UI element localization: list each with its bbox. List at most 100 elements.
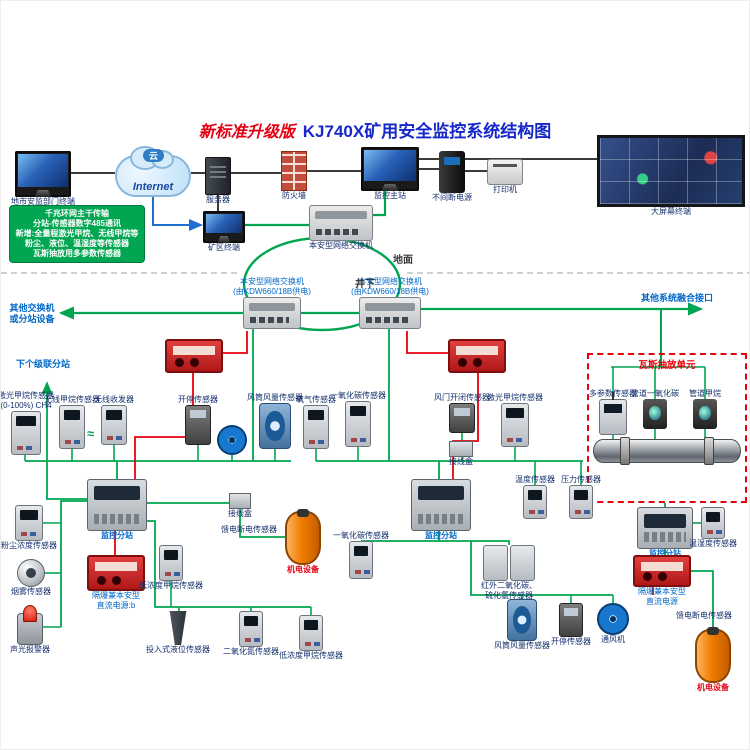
junction-box-2: 接线盒 (228, 493, 252, 519)
main-station-label: 监控主站 (374, 191, 406, 200)
server: 服务器 (205, 157, 231, 205)
humidity-sensor-label: 温湿度传感器 (689, 539, 737, 548)
other-switch-label: 其他交换机 或分站设备 (5, 303, 59, 326)
temp-sensor-label: 温度传感器 (515, 475, 555, 484)
left-switch: 本安型网络交换机 (由KDW660/18B供电) (233, 277, 311, 329)
printer-label: 打印机 (493, 185, 517, 194)
left-power-box (165, 339, 223, 373)
pressure-sensor-label: 压力传感器 (561, 475, 601, 484)
temp-sensor: 温度传感器 (515, 475, 555, 519)
server-label: 服务器 (206, 195, 230, 204)
wire (60, 500, 87, 627)
feed-cutoff-label-2: 馈电断电传感器 (665, 611, 743, 621)
wireless-link (87, 425, 101, 439)
monitoring-substation-3-icon (637, 507, 693, 549)
dust-sensor: 粉尘浓度传感器 (1, 505, 57, 551)
monitoring-substation-1: 监控分站 (87, 479, 147, 541)
co-sensor-1: 一氧化碳传感器 (330, 391, 386, 447)
printer: 打印机 (487, 159, 523, 195)
firewall: 防火墙 (281, 151, 307, 201)
internet-cloud-icon: 云 Internet (115, 146, 191, 197)
feed-cutoff-label-1-label: 馈电断电传感器 (221, 525, 277, 534)
level-sensor-label: 投入式液位传感器 (146, 645, 210, 654)
low-ch4-sensor-1: 低浓度甲烷传感器 (139, 545, 203, 591)
left-switch-label: 本安型网络交换机 (由KDW660/18B供电) (233, 277, 311, 296)
flameproof-dc-power-b: 隔爆兼本安型 直流电源:b (87, 555, 145, 611)
low-ch4-sensor-2-icon (299, 615, 323, 651)
temp-sensor-icon (523, 485, 547, 519)
wireless-ch4-sensor: 无线甲烷传感器 (44, 395, 100, 449)
gas-pipe-icon (593, 437, 741, 465)
level-sensor: 投入式液位传感器 (146, 611, 210, 655)
wire (223, 331, 248, 354)
feed-cutoff-label-1: 馈电断电传感器 (209, 525, 289, 535)
ir-co2-h2s-sensor-icon (483, 545, 535, 581)
pipe-co-sensor-label: 管道一氧化碳 (631, 389, 679, 398)
no2-sensor: 二氧化氮传感器 (223, 611, 279, 657)
right-power-box-icon (448, 339, 506, 373)
junction-box-2-label: 接线盒 (228, 509, 252, 518)
ground-label: 地面 (389, 255, 417, 268)
firewall-icon (281, 151, 307, 191)
duct-airflow-sensor-2-icon (507, 599, 537, 641)
title-main: KJ740X矿用安全监控系统结构图 (302, 122, 552, 141)
wireless-transceiver: 无线收发器 (94, 395, 134, 445)
flameproof-dc-power-2: 隔爆兼本安型 直流电源 (633, 555, 691, 607)
low-ch4-sensor-2-label: 低浓度甲烷传感器 (279, 651, 343, 660)
laser-ch4-sensor-2: 激光甲烷传感器 (487, 393, 543, 447)
monitoring-substation-2-label: 监控分站 (425, 531, 457, 540)
fan-2-icon (597, 603, 629, 635)
ups-icon (439, 151, 465, 193)
fan-2: 通风机 (597, 603, 629, 645)
other-system-label: 其他系统融合接口 (629, 293, 725, 304)
sound-light-alarm-icon (17, 605, 43, 645)
monitoring-substation-1-label: 监控分站 (101, 531, 133, 540)
sound-light-alarm: 声光报警器 (10, 605, 50, 655)
low-ch4-sensor-1-icon (159, 545, 183, 581)
duct-airflow-sensor-2-label: 风筒风量传感器 (494, 641, 550, 650)
sound-light-alarm-label: 声光报警器 (10, 645, 50, 654)
mine-terminal: 矿区终端 (203, 211, 245, 253)
server-icon (205, 157, 231, 195)
feed-cutoff-label-2-label: 馈电断电传感器 (676, 611, 732, 620)
pressure-sensor-icon (569, 485, 593, 519)
monitoring-substation-1-icon (87, 479, 147, 531)
ground-label-label: 地面 (393, 255, 413, 266)
duct-airflow-sensor-1-icon (259, 403, 291, 449)
wire (406, 331, 448, 354)
wireless-ch4-sensor-icon (59, 405, 85, 449)
mine-terminal-icon (203, 211, 245, 243)
start-stop-sensor-1: 开停传感器 (178, 395, 218, 445)
mech-equipment-1: 机电设备 (285, 509, 321, 575)
right-power-box (448, 339, 506, 373)
humidity-sensor: 温湿度传感器 (689, 507, 737, 549)
gas-drainage-unit-label: 瓦斯抽放单元 (638, 360, 696, 371)
pipe-ch4-sensor: 管道甲烷 (689, 389, 721, 429)
left-power-box-icon (165, 339, 223, 373)
start-stop-sensor-2-label: 开停传感器 (551, 637, 591, 646)
underground-label: 井下 (351, 279, 379, 292)
co-sensor-2-icon (349, 541, 373, 579)
internet-cloud: 云 Internet (115, 146, 191, 197)
door-open-close-sensor-icon (449, 403, 475, 433)
pipe-ch4-sensor-icon (693, 399, 717, 429)
flameproof-dc-power-b-icon (87, 555, 145, 591)
internet-label: Internet (132, 181, 174, 193)
video-wall-label: 大屏幕终端 (651, 207, 691, 216)
wireless-transceiver-label: 无线收发器 (94, 395, 134, 404)
oxygen-sensor: 氧气传感器 (296, 395, 336, 449)
video-wall: 大屏幕终端 (597, 135, 745, 217)
mine-terminal-label: 矿区终端 (208, 243, 240, 252)
smoke-sensor: 烟雾传感器 (11, 559, 51, 597)
laser-ch4-sensor-1: 激光甲烷传感器 (0-100%) CH4 (1, 391, 54, 455)
level-sensor-icon (169, 611, 187, 645)
firewall-label: 防火墙 (282, 191, 306, 200)
laser-ch4-sensor-2-icon (501, 403, 529, 447)
dust-sensor-icon (15, 505, 43, 541)
fan-1 (217, 425, 247, 455)
printer-icon (487, 159, 523, 185)
cloud-cn-label: 云 (143, 149, 165, 162)
ir-co2-h2s-sensor: 红外二氧化碳、 硫化氢传感器 (481, 545, 537, 601)
